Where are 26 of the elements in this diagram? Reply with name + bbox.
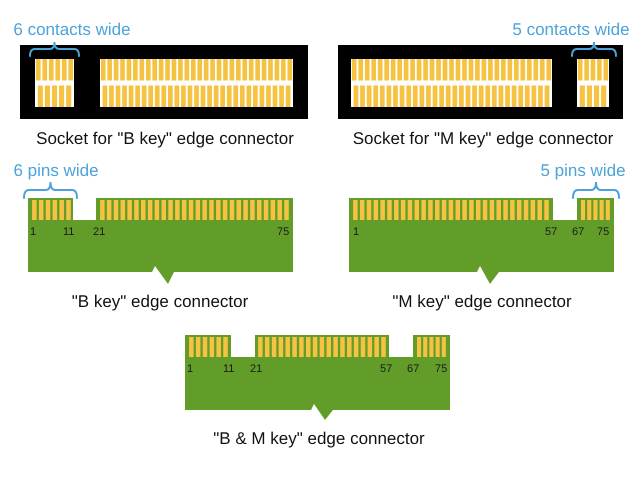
pin-number: 1 <box>353 226 360 238</box>
pin-number: 75 <box>277 226 290 238</box>
part-name-label: Socket for "M key" edge connector <box>352 129 614 149</box>
pin-number: 67 <box>407 363 420 375</box>
dimension-label: 6 contacts wide <box>13 20 131 40</box>
pin-number: 57 <box>380 363 392 375</box>
pin-number: 75 <box>597 226 610 238</box>
pin-number: 67 <box>572 226 584 238</box>
pin-number: 1 <box>187 363 194 375</box>
pin-number: 1 <box>30 226 36 238</box>
socket-illustration <box>338 45 623 119</box>
dimension-label: 5 contacts wide <box>512 20 630 40</box>
edge-connector-board <box>185 335 450 420</box>
part-name-label: "B & M key" edge connector <box>213 429 425 449</box>
pin-number: 11 <box>223 363 234 375</box>
dimension-label: 6 pins wide <box>13 161 99 181</box>
pin-number: 21 <box>250 363 262 375</box>
dimension-label: 5 pins wide <box>540 161 626 181</box>
socket-illustration <box>20 45 308 119</box>
part-name-label: Socket for "B key" edge connector <box>36 129 294 149</box>
part-name-label: "B key" edge connector <box>72 292 248 312</box>
part-name-label: "M key" edge connector <box>392 292 572 312</box>
pin-number: 21 <box>93 226 106 238</box>
pin-number: 75 <box>435 363 448 375</box>
pin-number: 11 <box>63 226 74 238</box>
pin-number: 57 <box>545 226 558 238</box>
